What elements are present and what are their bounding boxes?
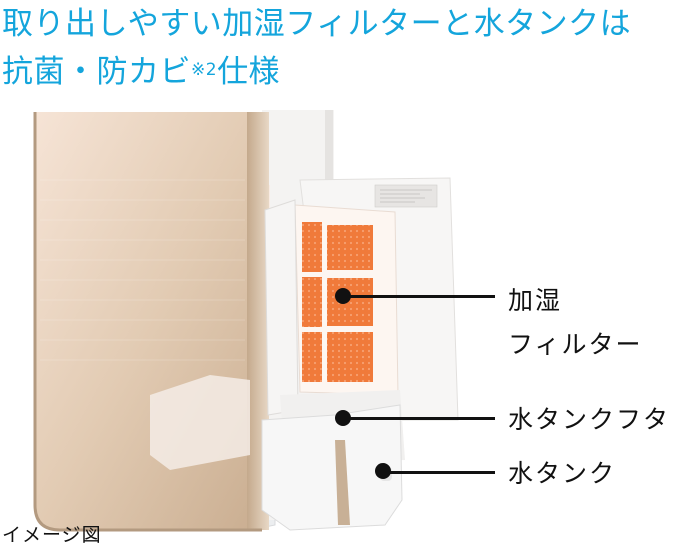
product-illustration [33, 110, 459, 532]
callout-line-water-tank [383, 471, 495, 474]
headline-line2: 抗菌・防カビ [2, 54, 191, 90]
headline: 取り出しやすい加湿フィルターと水タンクは 抗菌・防カビ※2仕様 [2, 0, 631, 96]
image-caption: イメージ図 [2, 524, 102, 546]
headline-line2-tail: 仕様 [217, 54, 281, 90]
label-humidifier-filter-line1: 加湿 [508, 286, 563, 315]
footnote-marker: ※2 [191, 60, 218, 80]
callout-line-humidifier-filter [343, 295, 495, 298]
headline-line1: 取り出しやすい加湿フィルターと水タンクは [2, 6, 632, 42]
callout-line-water-tank-lid [343, 417, 495, 420]
label-water-tank-lid: 水タンクフタ [508, 405, 671, 434]
label-humidifier-filter-line2: フィルター [508, 330, 643, 359]
label-humidifier-filter: 加湿 フィルター [508, 279, 643, 367]
label-water-tank: 水タンク [508, 459, 617, 488]
